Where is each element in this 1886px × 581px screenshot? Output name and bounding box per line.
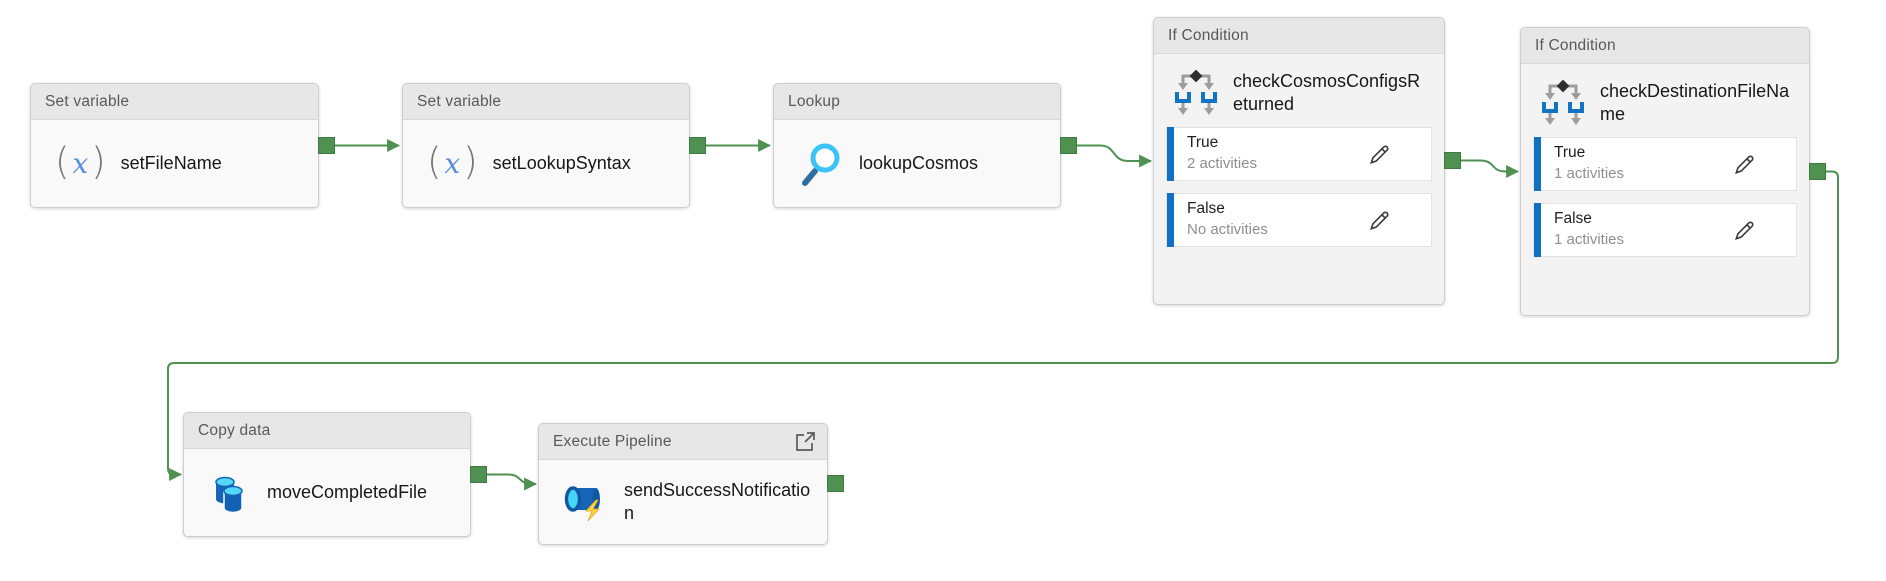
branch-accent-bar — [1534, 202, 1541, 257]
activity-name: checkDestinationFileName — [1600, 81, 1790, 125]
output-port[interactable] — [318, 137, 335, 154]
branch-label: False — [1187, 199, 1225, 217]
activity-name: sendSuccessNotification — [624, 479, 811, 523]
activity-node-checkCosmosConfigsReturned[interactable]: If Condition — [1153, 17, 1445, 305]
branch-label: False — [1554, 209, 1592, 227]
output-port[interactable] — [827, 475, 844, 492]
activity-type-label: If Condition — [1168, 26, 1249, 44]
edit-branch-button[interactable] — [1367, 207, 1393, 233]
activity-node-setLookupSyntax[interactable]: Set variable (x) setLookupSyntax — [402, 83, 690, 208]
activity-type-label: If Condition — [1535, 36, 1616, 54]
output-port[interactable] — [689, 137, 706, 154]
activity-type-label: Execute Pipeline — [553, 432, 672, 450]
activity-node-lookupCosmos[interactable]: Lookup lookupCosmos — [773, 83, 1061, 208]
branch-label: True — [1187, 133, 1219, 151]
node-header: If Condition — [1521, 28, 1809, 64]
node-header: Copy data — [184, 413, 470, 449]
node-header: Execute Pipeline — [539, 424, 827, 460]
activity-name: moveCompletedFile — [267, 481, 428, 502]
output-port[interactable] — [1809, 163, 1826, 180]
node-header: Lookup — [774, 84, 1060, 120]
open-pipeline-icon[interactable] — [793, 430, 817, 454]
edit-branch-button[interactable] — [1732, 217, 1758, 243]
connector[interactable] — [1077, 144, 1153, 168]
connector[interactable] — [1461, 159, 1520, 178]
node-header: If Condition — [1154, 18, 1444, 54]
variable-icon: (x) — [55, 140, 106, 183]
lookup-icon — [798, 141, 844, 187]
branch-activity-count: 2 activities — [1187, 154, 1258, 172]
copy-data-icon — [208, 470, 252, 516]
activity-type-label: Set variable — [417, 92, 502, 110]
branch-activity-count: 1 activities — [1554, 230, 1625, 248]
branch-row-true[interactable]: True 1 activities — [1533, 136, 1797, 191]
edit-branch-button[interactable] — [1732, 151, 1758, 177]
branch-activity-count: 1 activities — [1554, 164, 1625, 182]
branch-row-false[interactable]: False No activities — [1166, 192, 1432, 247]
if-condition-icon — [1539, 80, 1587, 126]
output-port[interactable] — [1060, 137, 1077, 154]
output-port[interactable] — [470, 466, 487, 483]
node-header: Set variable — [403, 84, 689, 120]
activity-name: lookupCosmos — [859, 152, 979, 173]
activity-node-sendSuccessNotification[interactable]: Execute Pipeline sendSuccessNotification — [538, 423, 828, 545]
variable-icon: (x) — [427, 140, 478, 183]
activity-name: setLookupSyntax — [492, 152, 631, 173]
edit-branch-button[interactable] — [1367, 141, 1393, 167]
activity-node-moveCompletedFile[interactable]: Copy data moveCompletedFile — [183, 412, 471, 537]
branch-row-false[interactable]: False 1 activities — [1533, 202, 1797, 257]
connector[interactable] — [487, 473, 538, 491]
activity-type-label: Lookup — [788, 92, 841, 110]
branch-accent-bar — [1534, 136, 1541, 191]
branch-label: True — [1554, 143, 1586, 161]
branch-activity-count: No activities — [1187, 220, 1268, 238]
branch-row-true[interactable]: True 2 activities — [1166, 126, 1432, 181]
execute-pipeline-icon — [563, 480, 609, 524]
activity-name: setFileName — [120, 152, 222, 173]
if-condition-icon — [1172, 70, 1220, 116]
activity-name: checkCosmosConfigsReturned — [1233, 71, 1421, 115]
branch-accent-bar — [1167, 192, 1174, 247]
activity-node-checkDestinationFileName[interactable]: If Condition — [1520, 27, 1810, 316]
node-header: Set variable — [31, 84, 318, 120]
output-port[interactable] — [1444, 152, 1461, 169]
connector[interactable] — [167, 170, 1839, 481]
branch-accent-bar — [1167, 126, 1174, 181]
activity-type-label: Copy data — [198, 421, 271, 439]
activity-node-setFileName[interactable]: Set variable (x) setFileName — [30, 83, 319, 208]
activity-type-label: Set variable — [45, 92, 130, 110]
